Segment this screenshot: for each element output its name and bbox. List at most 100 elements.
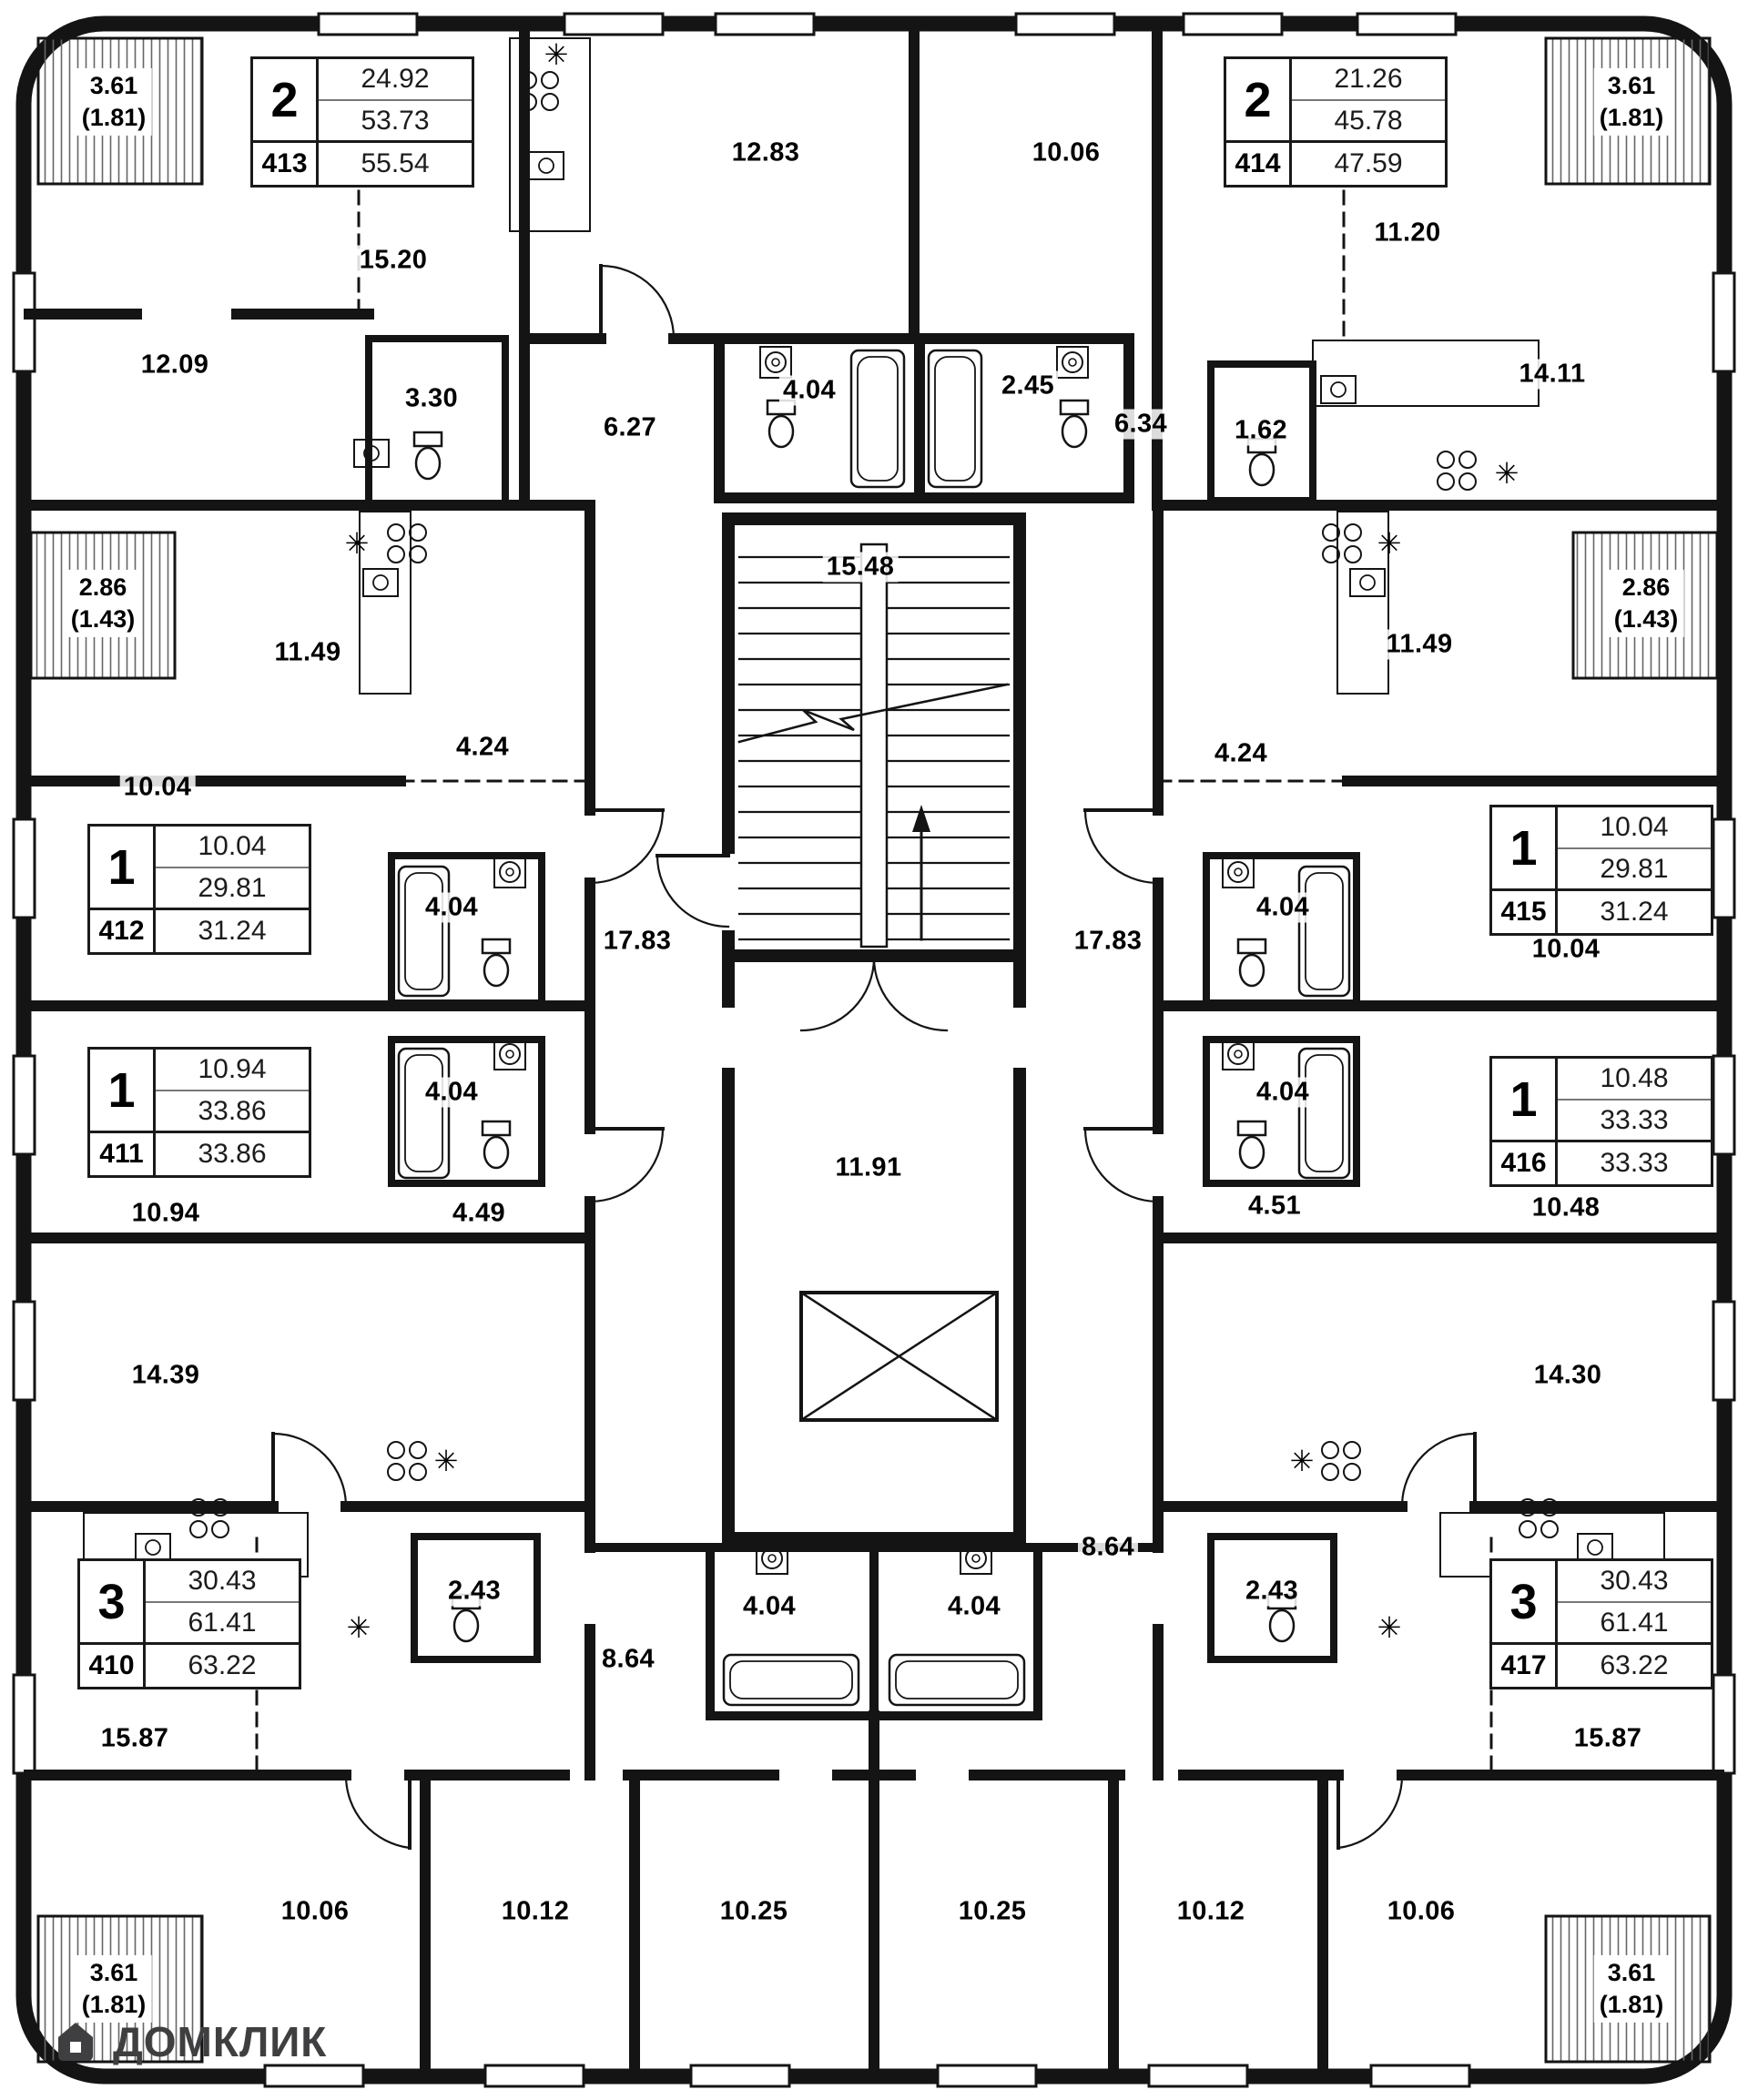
balcony-area-label: 3.61(1.81) [76, 1954, 152, 2024]
toilet-icon [1236, 938, 1267, 988]
unit-total-area: 63.22 [188, 1650, 257, 1680]
balcony-area-label: 2.86(1.43) [1608, 569, 1684, 638]
stove-icon [1437, 451, 1477, 491]
stove-icon [387, 523, 427, 563]
room-area-label: 10.06 [1383, 1896, 1459, 1927]
room-area-label: 14.39 [127, 1360, 204, 1391]
room-area-label: 12.83 [727, 137, 804, 168]
unit-number: 414 [1226, 143, 1292, 185]
unit-room-area: 30.43 [1558, 1561, 1711, 1603]
room-area-label: 8.64 [1077, 1532, 1139, 1563]
toilet-icon [1246, 437, 1277, 487]
washing-machine-icon [1222, 856, 1255, 888]
room-area-label: 4.24 [452, 732, 513, 763]
room-area-label: 4.04 [738, 1591, 800, 1622]
domclick-house-icon [58, 2023, 93, 2061]
window-icon [317, 12, 419, 36]
unit-total-area: 55.54 [361, 148, 430, 178]
bathtub-icon [927, 349, 983, 489]
room-area-label: 14.30 [1530, 1360, 1606, 1391]
unit-number: 411 [90, 1133, 156, 1175]
unit-number: 416 [1492, 1142, 1558, 1184]
room-area-label: 2.45 [997, 370, 1059, 401]
unit-rooms-count: 1 [90, 827, 156, 910]
room-area-label: 15.48 [822, 552, 899, 583]
washing-machine-icon [960, 1542, 992, 1575]
room-area-label: 10.06 [1028, 137, 1104, 168]
stair-break-line [737, 683, 1009, 744]
ventilation-icon: ✳ [1494, 457, 1519, 490]
stove-icon [1321, 1441, 1361, 1481]
window-icon [1712, 1673, 1736, 1775]
room-area-label: 2.43 [1241, 1576, 1303, 1607]
room-area-label: 15.87 [97, 1723, 173, 1754]
room-area-label: 10.12 [497, 1896, 574, 1927]
window-icon [1369, 2064, 1471, 2088]
sink-icon [362, 568, 399, 597]
unit-room-area: 10.94 [156, 1050, 309, 1091]
unit-number: 413 [253, 143, 319, 185]
sink-icon [135, 1533, 171, 1562]
stove-icon [189, 1498, 229, 1538]
room-area-label: 8.64 [597, 1644, 659, 1675]
unit-total-area: 33.33 [1600, 1148, 1669, 1178]
unit-rooms-count: 1 [1492, 1059, 1558, 1142]
window-icon [12, 1673, 36, 1775]
window-icon [1712, 1300, 1736, 1402]
bottom-bathrooms [585, 1543, 1163, 1720]
room-area-label: 4.49 [448, 1198, 510, 1229]
ventilation-icon: ✳ [544, 38, 569, 71]
stairwell [720, 512, 1026, 962]
bathtub-icon [397, 865, 451, 998]
fixtures-layer [135, 71, 1613, 1707]
unit-number: 410 [80, 1645, 146, 1687]
room-area-label: 10.25 [716, 1896, 792, 1927]
toilet-icon [1059, 399, 1090, 449]
room-area-label: 4.04 [943, 1591, 1005, 1622]
window-icon [714, 12, 816, 36]
room-area-label: 10.48 [1528, 1192, 1604, 1223]
sink-icon [528, 151, 564, 180]
window-icon [12, 1300, 36, 1402]
washing-machine-icon [493, 1038, 526, 1070]
window-icon [12, 1054, 36, 1156]
toilet-icon [1236, 1120, 1267, 1170]
unit-living-area: 45.78 [1292, 101, 1445, 143]
window-icon [1712, 1054, 1736, 1156]
window-icon [563, 12, 665, 36]
sink-icon [1320, 375, 1357, 404]
room-area-label: 10.25 [954, 1896, 1031, 1927]
ventilation-icon: ✳ [344, 527, 370, 560]
domclick-logo-text: ДОМКЛИК [113, 2018, 328, 2065]
elevator-icon [799, 1291, 999, 1422]
room-area-label: 4.51 [1244, 1191, 1306, 1222]
window-icon [1712, 271, 1736, 373]
bathroom-partitions [365, 335, 1360, 1663]
room-area-label: 14.11 [1515, 359, 1590, 390]
sink-icon [1577, 1533, 1613, 1562]
unit-room-area: 30.43 [146, 1561, 299, 1603]
washing-machine-icon [1056, 346, 1089, 379]
ventilation-icon: ✳ [346, 1611, 371, 1644]
unit-room-area: 10.04 [1558, 807, 1711, 849]
unit-rooms-count: 1 [90, 1050, 156, 1133]
toilet-icon [412, 431, 443, 481]
room-area-label: 11.49 [1382, 629, 1457, 660]
room-area-label: 10.04 [1528, 934, 1604, 965]
unit-living-area: 33.86 [156, 1091, 309, 1133]
room-area-label: 4.04 [1252, 892, 1314, 923]
unit-living-area: 29.81 [156, 868, 309, 910]
room-area-label: 4.04 [421, 1077, 483, 1108]
room-area-label: 2.43 [443, 1576, 505, 1607]
unit-room-area: 24.92 [319, 59, 472, 101]
window-icon [483, 2064, 585, 2088]
